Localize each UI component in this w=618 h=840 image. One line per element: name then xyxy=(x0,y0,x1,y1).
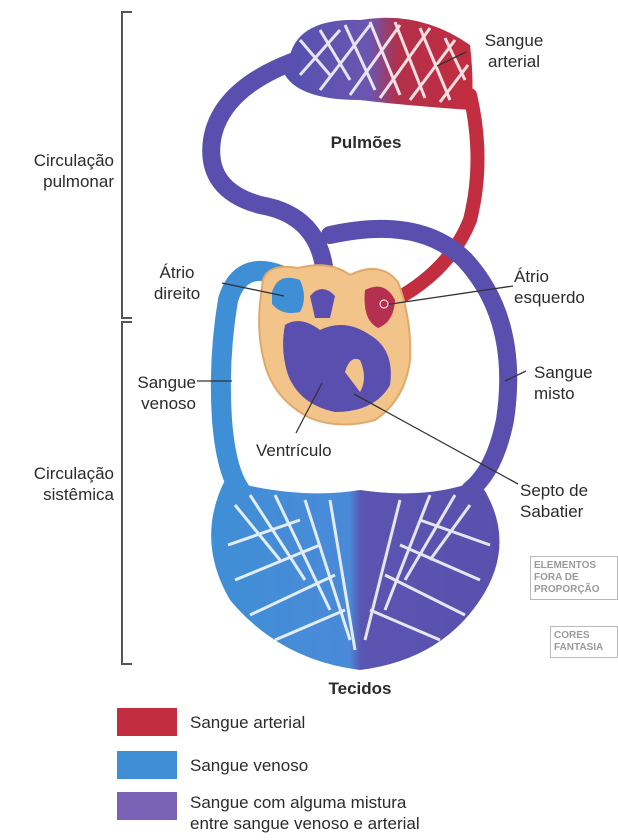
heart xyxy=(259,265,410,424)
legend-swatch-misto xyxy=(117,792,177,820)
label-circulacao-pulmonar: Circulação pulmonar xyxy=(6,150,114,192)
lung-capillary-bed xyxy=(285,18,473,110)
legend-label-arterial: Sangue arterial xyxy=(190,712,305,733)
label-atrio-esquerdo: Átrio esquerdo xyxy=(514,266,614,308)
bracket-pulmonar xyxy=(122,12,132,318)
tissue-capillary-bed xyxy=(211,480,499,670)
label-sangue-arterial: Sangue arterial xyxy=(464,30,564,72)
label-tecidos: Tecidos xyxy=(310,678,410,699)
right-atrium xyxy=(272,278,304,313)
label-ventriculo: Ventrículo xyxy=(256,440,366,461)
legend-label-misto: Sangue com alguma mistura entre sangue v… xyxy=(190,792,420,834)
label-septo-de-sabatier: Septo de Sabatier xyxy=(520,480,616,522)
label-sangue-venoso: Sangue venoso xyxy=(100,372,196,414)
label-pulmoes: Pulmões xyxy=(316,132,416,153)
legend-swatch-arterial xyxy=(117,708,177,736)
label-circulacao-sistemica: Circulação sistêmica xyxy=(6,463,114,505)
label-atrio-direito: Átrio direito xyxy=(132,262,222,304)
legend-label-venoso: Sangue venoso xyxy=(190,755,308,776)
badge-fora-de-proporcao: ELEMENTOS FORA DE PROPORÇÃO xyxy=(530,556,618,600)
badge-cores-fantasia: CORES FANTASIA xyxy=(550,626,618,658)
label-sangue-misto: Sangue misto xyxy=(534,362,614,404)
legend-swatch-venoso xyxy=(117,751,177,779)
